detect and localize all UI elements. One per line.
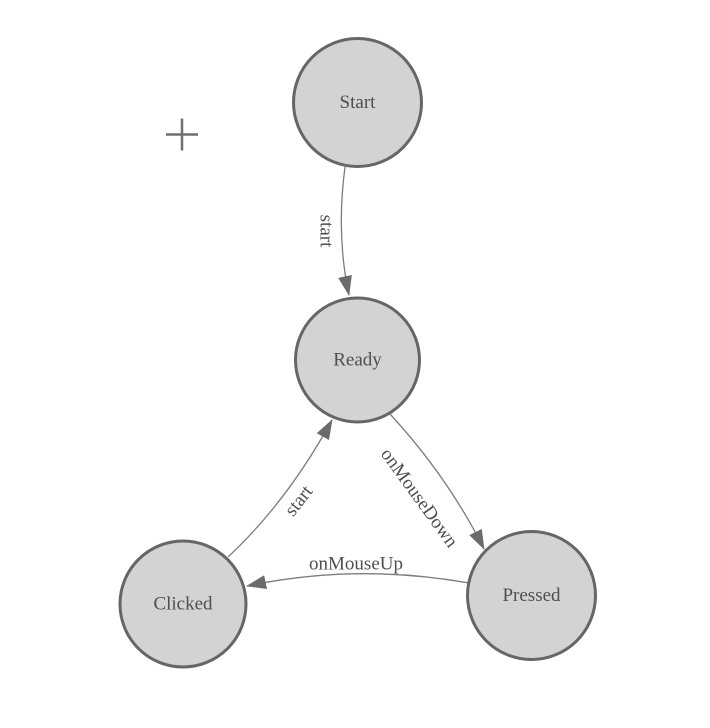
node-pressed[interactable]: Pressed xyxy=(466,530,597,661)
node-clicked[interactable]: Clicked xyxy=(118,539,248,669)
edge-start-to-ready[interactable] xyxy=(338,166,352,296)
node-ready-circle xyxy=(294,296,421,424)
node-start-circle xyxy=(292,37,423,168)
edge-label-start-top[interactable]: start xyxy=(316,215,337,248)
node-start-label: Start xyxy=(340,92,377,113)
edge-label-onmouseup[interactable]: onMouseUp xyxy=(309,554,403,575)
node-ready-label: Ready xyxy=(333,350,382,371)
edge-ready-to-pressed[interactable] xyxy=(389,413,485,550)
node-start[interactable]: Start xyxy=(292,37,423,168)
node-pressed-label: Pressed xyxy=(502,585,561,606)
crosshair-plus-icon xyxy=(166,118,198,151)
edge-group xyxy=(227,166,485,589)
node-ready[interactable]: Ready xyxy=(294,296,421,424)
node-clicked-circle xyxy=(118,539,248,669)
edge-clicked-to-ready[interactable] xyxy=(227,419,333,558)
node-clicked-label: Clicked xyxy=(153,594,213,615)
edge-pressed-to-clicked[interactable] xyxy=(246,573,470,589)
node-pressed-circle xyxy=(466,530,597,661)
